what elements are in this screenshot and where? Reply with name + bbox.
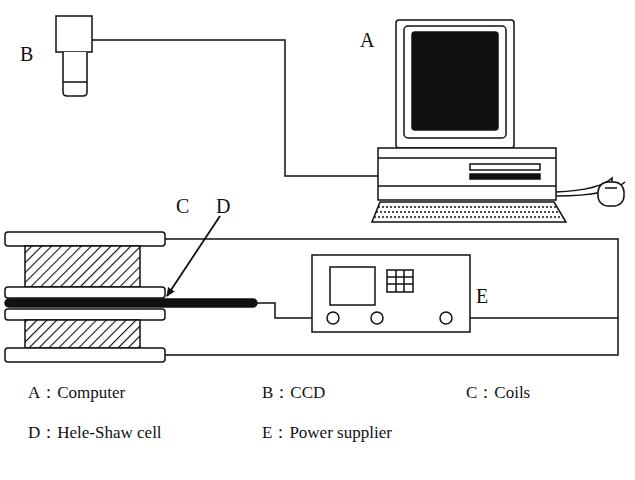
wires <box>165 239 618 355</box>
part-letter: C <box>176 196 189 216</box>
ccd-camera <box>56 16 92 96</box>
coils <box>5 232 165 362</box>
legend-text: A：Computer <box>28 384 125 401</box>
part-letter: B <box>20 44 33 64</box>
legend-text: D：Hele-Shaw cell <box>28 424 162 441</box>
leader-arrow <box>167 216 220 296</box>
hele-shaw-cell <box>5 299 257 307</box>
computer <box>372 20 625 222</box>
power-supplier <box>312 255 470 332</box>
part-letter: E <box>476 286 488 306</box>
legend-text: B：CCD <box>262 384 325 401</box>
part-letter: A <box>360 30 374 50</box>
camera-cable <box>92 40 378 176</box>
part-letter: D <box>216 196 230 216</box>
legend-text: C：Coils <box>466 384 530 401</box>
legend-text: E：Power supplier <box>262 424 392 441</box>
